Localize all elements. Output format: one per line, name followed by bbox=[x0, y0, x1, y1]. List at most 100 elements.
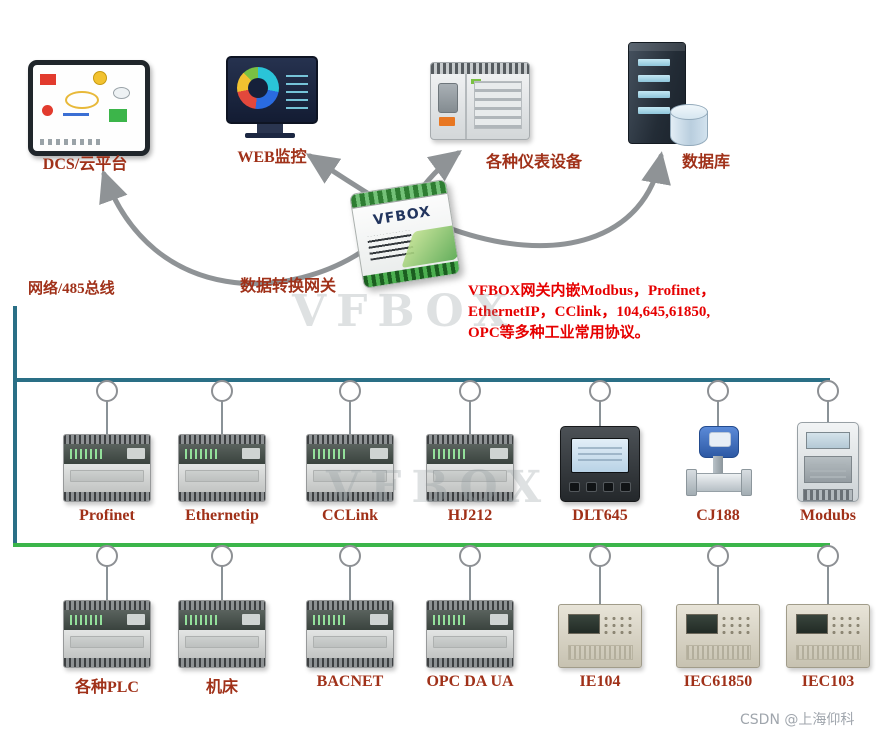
device-label: CCLink bbox=[321, 507, 379, 524]
device-label: IEC61850 bbox=[683, 673, 753, 690]
bus-node bbox=[96, 380, 118, 402]
plc-body bbox=[64, 630, 150, 658]
plc-terminal-bottom bbox=[427, 658, 513, 667]
description-line-1: VFBOX网关内嵌Modbus，Profinet， bbox=[468, 283, 716, 299]
device-label: DLT645 bbox=[572, 507, 628, 524]
meter-buttons bbox=[569, 482, 631, 492]
plc-terminal-bottom bbox=[179, 492, 265, 501]
protection-relay-device bbox=[558, 604, 642, 668]
gateway-label: 数据转换网关 bbox=[240, 278, 337, 295]
hmi-graphic-ring bbox=[65, 91, 99, 109]
flow-meter-device bbox=[686, 426, 752, 502]
dashboard-donut-chart bbox=[237, 67, 279, 109]
web-monitor bbox=[226, 56, 318, 138]
device-label: HJ212 bbox=[447, 507, 493, 524]
io-divider bbox=[465, 74, 467, 139]
bus-node bbox=[211, 545, 233, 567]
plc-device bbox=[63, 600, 151, 668]
bus-node bbox=[96, 545, 118, 567]
hmi-graphic-ellipse bbox=[113, 87, 130, 99]
dashboard-text-lines bbox=[286, 71, 308, 109]
plc-device bbox=[306, 600, 394, 668]
plc-terminal-bottom bbox=[179, 658, 265, 667]
bus1-device-modbus-meter: Modubs bbox=[768, 422, 882, 525]
plc-body bbox=[427, 630, 513, 658]
plc-led-panel bbox=[64, 610, 150, 630]
plc-device bbox=[178, 434, 266, 502]
plc-terminal-top bbox=[64, 435, 150, 444]
plc-device bbox=[426, 434, 514, 502]
protection-relay-device bbox=[786, 604, 870, 668]
server-slot bbox=[638, 107, 670, 114]
bus1-device-dlt645: DLT645 bbox=[540, 424, 660, 525]
plc-body bbox=[307, 464, 393, 492]
hmi-graphic-gauge bbox=[93, 71, 107, 85]
plc-terminal-top bbox=[64, 601, 150, 610]
io-dsub-connector bbox=[438, 83, 458, 113]
flow-meter-neck bbox=[713, 456, 723, 473]
plc-body bbox=[64, 464, 150, 492]
plc-body bbox=[179, 630, 265, 658]
instruments-label: 各种仪表设备 bbox=[486, 154, 583, 171]
bus-node bbox=[339, 380, 361, 402]
plc-led-panel bbox=[64, 444, 150, 464]
protocol-description: VFBOX网关内嵌Modbus，Profinet， EthernetIP，CCl… bbox=[468, 281, 882, 344]
database-cylinder-icon bbox=[670, 104, 708, 148]
plc-device bbox=[63, 434, 151, 502]
relay-vents bbox=[796, 645, 861, 660]
bus1-device-cj188: CJ188 bbox=[658, 424, 778, 525]
dcs-label: DCS/云平台 bbox=[42, 156, 128, 173]
bus-node bbox=[459, 545, 481, 567]
plc-led-panel bbox=[179, 610, 265, 630]
plc-terminal-bottom bbox=[307, 658, 393, 667]
plc-device bbox=[426, 600, 514, 668]
monitor-screen bbox=[226, 56, 318, 124]
plc-terminal-top bbox=[427, 435, 513, 444]
bus-label: 网络/485总线 bbox=[28, 281, 115, 297]
relay-keypad bbox=[829, 614, 861, 636]
io-slot-rows bbox=[474, 81, 522, 129]
vfbox-gateway-device: VFBOX bbox=[349, 178, 461, 290]
bus-node bbox=[211, 380, 233, 402]
bus2-device-iec61850: IEC61850 bbox=[658, 590, 778, 691]
plc-body bbox=[179, 464, 265, 492]
device-label: OPC DA UA bbox=[426, 673, 514, 690]
plc-terminal-top bbox=[427, 601, 513, 610]
server-slot bbox=[638, 75, 670, 82]
plc-led-panel bbox=[307, 444, 393, 464]
relay-screen bbox=[686, 614, 718, 634]
csdn-watermark: CSDN @上海仰科 bbox=[740, 712, 855, 728]
io-orange-connector bbox=[439, 117, 455, 126]
plc-terminal-bottom bbox=[64, 492, 150, 501]
plc-terminal-top bbox=[307, 435, 393, 444]
dcs-hmi-tablet bbox=[28, 60, 150, 156]
device-label: CJ188 bbox=[696, 507, 740, 524]
relay-vents bbox=[568, 645, 633, 660]
plc-led-panel bbox=[427, 444, 513, 464]
bus2-device-bacnet: BACNET bbox=[290, 590, 410, 691]
device-label: 各种PLC bbox=[74, 679, 139, 696]
io-terminal-strip bbox=[431, 63, 529, 74]
plc-device bbox=[306, 434, 394, 502]
device-label: Profinet bbox=[79, 507, 135, 524]
bus2-device-opc-da-ua: OPC DA UA bbox=[410, 590, 530, 691]
bus1-device-profinet: Profinet bbox=[47, 424, 167, 525]
power-meter-device bbox=[560, 426, 640, 502]
hmi-graphic-green-bar bbox=[109, 109, 127, 122]
database-server bbox=[628, 42, 708, 148]
database-label: 数据库 bbox=[681, 154, 730, 171]
flow-meter-head bbox=[699, 426, 739, 458]
plc-led-panel bbox=[307, 610, 393, 630]
bus2-device-iec103: IEC103 bbox=[768, 590, 882, 691]
bus2-device-ie104: IE104 bbox=[540, 590, 660, 691]
arrow-gateway-to-dcs bbox=[99, 169, 373, 287]
database-cylinder-top bbox=[670, 104, 708, 120]
hmi-graphic-red-block bbox=[40, 74, 56, 85]
device-label: 机床 bbox=[205, 679, 238, 696]
bus2-device-machine-tool: 机床 bbox=[162, 590, 282, 697]
plc-body bbox=[307, 630, 393, 658]
hmi-graphic-dashes bbox=[40, 139, 102, 145]
device-label: IEC103 bbox=[801, 673, 855, 690]
description-line-3: OPC等多种工业常用协议。 bbox=[468, 325, 650, 341]
